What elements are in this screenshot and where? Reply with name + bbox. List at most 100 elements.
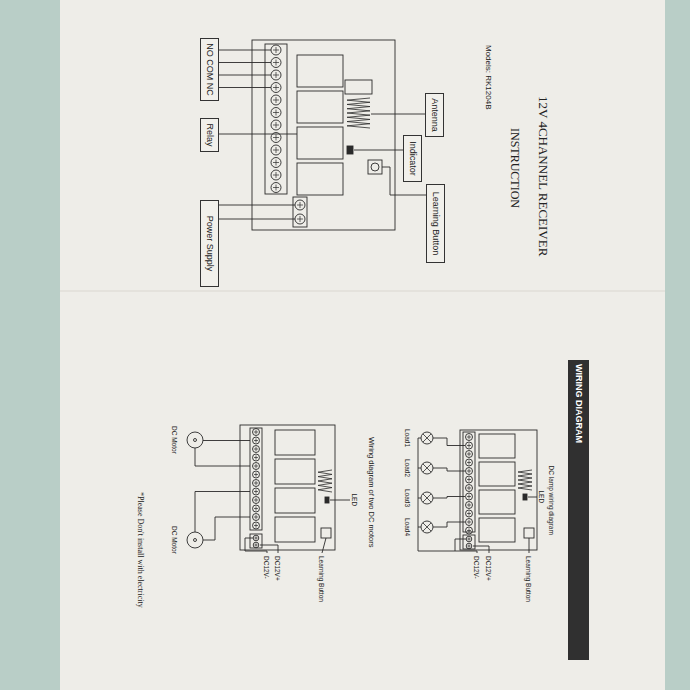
label-holder: LED (538, 491, 545, 504)
screw-terminal (271, 58, 281, 68)
terminal-screw-slot (254, 440, 258, 441)
load-wire (433, 497, 465, 499)
load-wire (433, 438, 465, 446)
power-wire (245, 538, 267, 553)
relay-body (275, 517, 315, 542)
terminal-screw-slot (254, 525, 258, 526)
sheet-subtitle: INSTRUCTION (508, 128, 521, 208)
label-holder: DC12V+ (485, 556, 492, 581)
load-label: Load1 (404, 429, 411, 447)
screw-terminal (271, 183, 281, 193)
terminal-screw-slot (254, 474, 258, 475)
leader-line (529, 538, 530, 553)
terminal-screw-slot (467, 462, 471, 463)
leader-line (330, 500, 350, 501)
leader-line (528, 497, 537, 498)
terminal-screw-slot (467, 513, 471, 514)
screw-terminal (295, 214, 305, 224)
label-holder: Load3 (404, 489, 411, 507)
antenna-coil (518, 470, 532, 490)
screw-terminal (466, 485, 473, 492)
antenna-coil (318, 470, 332, 492)
motor-wire (203, 440, 250, 441)
relay-body (479, 518, 515, 542)
terminal-screw-slot (467, 488, 471, 489)
leader-line (219, 134, 297, 135)
screw-terminal (295, 200, 305, 210)
terminal-screw-slot (254, 538, 257, 539)
relay-body (479, 490, 515, 514)
lamp-cross (423, 494, 431, 502)
terminal-screw-slot (297, 219, 303, 220)
lamp-cross (423, 523, 431, 531)
screw-terminal (271, 45, 281, 55)
callout-text: Relay (205, 123, 215, 146)
terminal-screw-slot (467, 546, 470, 547)
screw-terminal (466, 536, 472, 542)
load-label: Load3 (404, 489, 411, 507)
relay-body (479, 434, 515, 458)
band-title: WIRING DIAGRAM (574, 364, 584, 443)
label-holder: DC12V+ (274, 556, 281, 581)
screw-terminal (466, 434, 473, 441)
load-wire (433, 468, 465, 471)
relay-body (479, 462, 515, 486)
screw-terminal (271, 158, 281, 168)
leader-line (219, 50, 271, 51)
learning-button (524, 528, 534, 538)
terminal-screw-slot (254, 517, 258, 518)
terminal-screw-slot (254, 500, 258, 501)
label-holder: Load1 (404, 429, 411, 447)
motor-symbol (187, 532, 203, 548)
terminal-screw-slot (273, 187, 279, 188)
terminal-screw-slot (467, 479, 471, 480)
terminal-screw-slot (273, 50, 279, 51)
terminal-screw-slot (254, 483, 258, 484)
lamp-symbol (421, 492, 433, 504)
label-holder: Learning Button (318, 556, 325, 602)
part-label: Learning Button (525, 556, 532, 602)
part-label: LED (351, 494, 358, 507)
receiver-board (252, 40, 395, 230)
screw-terminal (253, 454, 260, 461)
learning-button (321, 528, 331, 538)
screw-terminal (466, 519, 473, 526)
terminal-screw-slot (273, 75, 279, 76)
indicator-led (347, 146, 353, 154)
relay-body (297, 91, 343, 123)
model-number: Models: RK1204B (484, 45, 493, 109)
screw-terminal (466, 502, 473, 509)
screw-terminal (253, 446, 260, 453)
terminal-screw-slot (254, 449, 258, 450)
motor-symbol (187, 432, 203, 448)
screw-terminal (271, 83, 281, 93)
motor-wire (195, 448, 250, 466)
common-wire (418, 468, 421, 469)
terminal-screw-slot (273, 175, 279, 176)
antenna-coil (347, 98, 370, 128)
leader-line (219, 62, 271, 63)
terminal-screw-slot (467, 522, 471, 523)
terminal-screw-slot (254, 457, 258, 458)
power-terminal (293, 197, 307, 227)
screw-terminal (253, 471, 260, 478)
label-holder: DC12V- (473, 556, 480, 579)
callout-text: Antenna (430, 98, 440, 132)
screw-terminal (271, 170, 281, 180)
lamp-symbol (421, 432, 433, 444)
sheet-title: 12V 4CHANNEL RECEIVER (536, 96, 550, 256)
learning-button (368, 160, 382, 174)
paper-fold (60, 290, 665, 291)
label-holder: Load4 (404, 518, 411, 536)
terminal-strip (463, 432, 475, 532)
common-wire (418, 438, 455, 551)
receiver-board (240, 425, 335, 550)
screw-terminal (253, 497, 260, 504)
relay-body (297, 127, 343, 159)
power-wire (455, 539, 477, 553)
power-label: DC12V- (263, 556, 270, 579)
screw-terminal (466, 451, 473, 458)
terminal-screw-slot (467, 437, 471, 438)
terminal-screw-slot (273, 87, 279, 88)
lamp-cross (423, 434, 431, 442)
